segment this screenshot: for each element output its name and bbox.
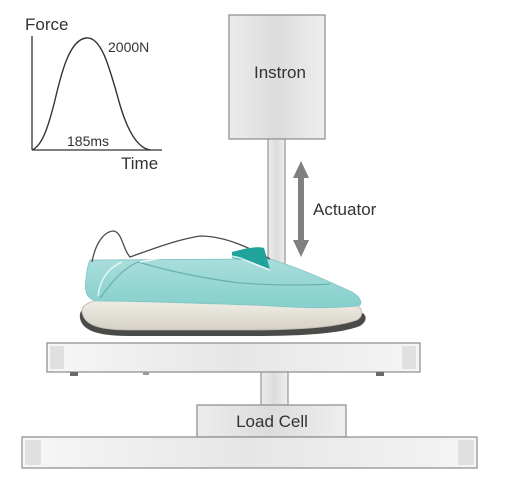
base-plate — [21, 436, 478, 469]
force-time-curve: Force 2000N 185ms Time — [25, 15, 162, 173]
peak-force-label: 2000N — [108, 39, 149, 55]
instron-box — [228, 14, 326, 140]
shoe — [79, 230, 366, 336]
load-cell: Load Cell — [196, 404, 347, 438]
shoe-lace-line — [139, 253, 271, 271]
test-platform — [46, 342, 421, 376]
duration-label: 185ms — [67, 133, 109, 149]
load-cell-box — [196, 404, 347, 438]
shoe-tongue-accent — [232, 247, 270, 270]
platform-plate — [46, 342, 421, 373]
actuator-arrow — [293, 161, 309, 257]
platform-foot-center — [143, 372, 149, 375]
platform-foot-right — [376, 372, 384, 376]
support-post — [260, 371, 289, 407]
instron-machine: Instron — [228, 14, 326, 140]
instron-label: Instron — [254, 63, 306, 82]
actuator-label: Actuator — [313, 200, 377, 219]
shoe-upper — [84, 258, 362, 309]
force-curve-line — [31, 37, 151, 151]
load-cell-label: Load Cell — [236, 412, 308, 431]
shoe-collar — [91, 230, 271, 263]
force-axis-label: Force — [25, 15, 68, 34]
shoe-heel-line — [97, 261, 123, 297]
shoe-design-line — [99, 261, 331, 299]
platform-foot-left — [70, 372, 78, 376]
time-axis-label: Time — [121, 154, 158, 173]
